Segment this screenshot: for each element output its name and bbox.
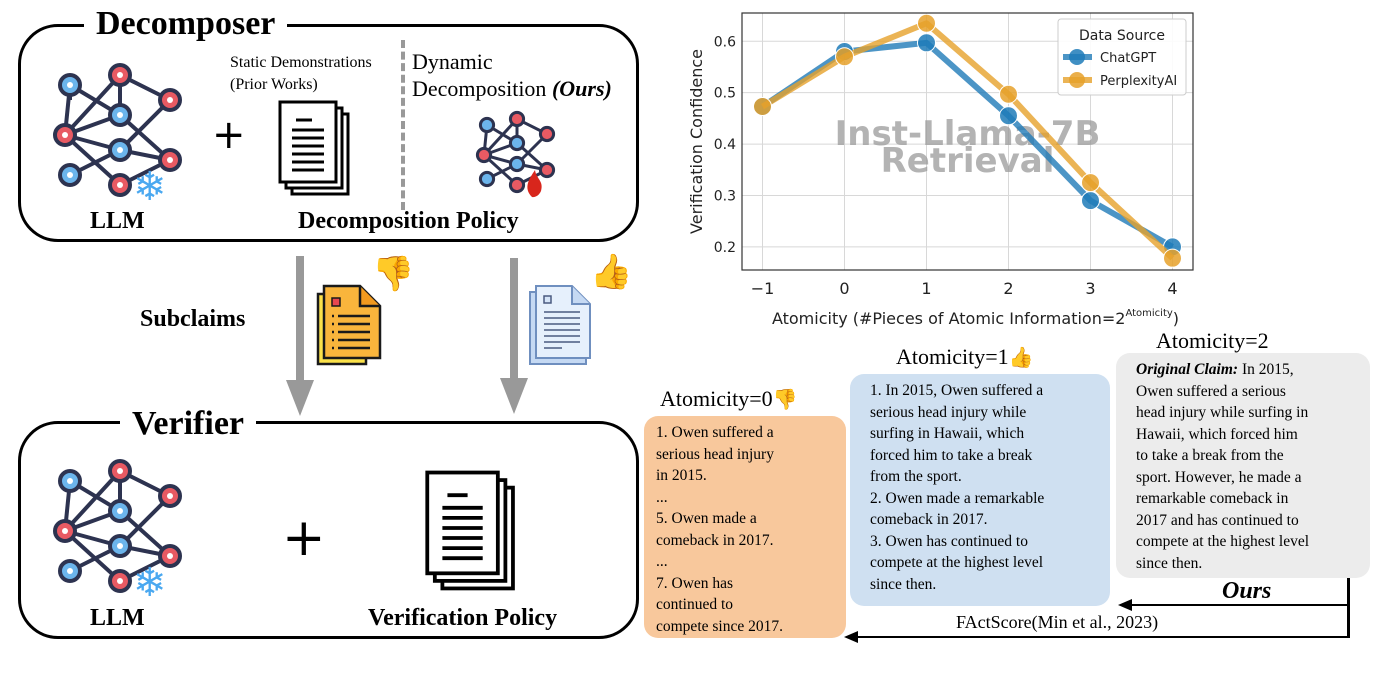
- factscore-arrow-line: [856, 636, 1350, 638]
- original-claim-box: Original Claim: In 2015, Owen suffered a …: [1116, 353, 1370, 578]
- neural-network-frozen-icon: ❄: [53, 63, 182, 210]
- atomicity0-title: Atomicity=0👎: [660, 386, 798, 411]
- svg-text:Atomicity (#Pieces of Atomic I: Atomicity (#Pieces of Atomic Information…: [772, 308, 1179, 328]
- example-line: compete at the highest level: [1136, 533, 1310, 550]
- decomposition-policy-label: Decomposition Policy: [298, 208, 519, 234]
- example-line: head injury while surfing in: [1136, 404, 1309, 421]
- svg-text:0.5: 0.5: [714, 86, 736, 102]
- flow-vertical-line: [1347, 578, 1350, 638]
- example-line: since then.: [1136, 554, 1203, 572]
- svg-text:❄: ❄: [133, 164, 167, 210]
- document-stack-icon: [278, 100, 350, 196]
- example-line: since then.: [870, 575, 937, 593]
- neural-network-trainable-icon: [475, 110, 556, 198]
- decomposer-llm-label: LLM: [90, 208, 145, 234]
- example-line: 2. Owen made a remarkable: [870, 489, 1045, 507]
- example-line: serious head injury: [656, 445, 774, 463]
- example-line: ...: [656, 553, 668, 570]
- svg-text:Retrieval: Retrieval: [881, 141, 1055, 181]
- thumbs-up-icon: 👍: [590, 252, 633, 292]
- example-line: surfing in Hawaii, which: [870, 425, 1025, 442]
- atomicity2-title: Atomicity=2: [1156, 328, 1269, 353]
- example-line: in 2015.: [656, 467, 707, 484]
- example-line: from the sport.: [870, 468, 962, 485]
- ours-tag: (Ours): [551, 76, 612, 101]
- example-line: continued to: [656, 596, 734, 613]
- svg-text:PerplexityAI: PerplexityAI: [1100, 74, 1177, 89]
- verifier-title: Verifier: [120, 406, 257, 442]
- example-line: 7. Owen has: [656, 574, 734, 592]
- document-stack-icon: [425, 470, 515, 591]
- verifier-panel: [18, 421, 639, 639]
- svg-text:ChatGPT: ChatGPT: [1100, 51, 1156, 66]
- atomicity1-example-box: 1. In 2015, Owen suffered a serious head …: [850, 374, 1110, 606]
- svg-text:0.6: 0.6: [714, 34, 736, 50]
- ours-arrow-line: [1130, 604, 1349, 606]
- thumbs-down-icon: 👎: [772, 387, 798, 411]
- example-line: compete since 2017.: [656, 617, 783, 635]
- example-line: remarkable comeback in: [1136, 490, 1289, 507]
- thumbs-up-icon: 👍: [1008, 345, 1034, 369]
- example-line: 1. Owen suffered a: [656, 424, 774, 441]
- atomicity1-title: Atomicity=1👍: [896, 344, 1034, 369]
- example-line: ...: [656, 488, 668, 506]
- svg-text:3: 3: [1085, 279, 1095, 298]
- svg-text:4: 4: [1167, 279, 1177, 298]
- right-arrow-shaft: [510, 258, 518, 383]
- left-arrow-head: [286, 380, 314, 416]
- verifier-llm-label: LLM: [90, 605, 145, 631]
- dashed-divider: [401, 40, 405, 210]
- plus-sign: +: [282, 508, 326, 568]
- ours-label: Ours: [1222, 578, 1272, 604]
- example-line: 5. Owen made a: [656, 510, 757, 527]
- svg-text:0.2: 0.2: [714, 240, 736, 256]
- ours-arrow-head: [1118, 599, 1132, 611]
- original-claim-label: Original Claim:: [1136, 361, 1239, 378]
- example-line: serious head injury while: [870, 403, 1027, 421]
- example-line: compete at the highest level: [870, 554, 1044, 571]
- example-line: 3. Owen has continued to: [870, 532, 1028, 550]
- svg-text:Data Source: Data Source: [1079, 28, 1165, 44]
- static-demonstrations-label: Static Demonstrations (Prior Works): [230, 54, 372, 93]
- example-line: 1. In 2015, Owen suffered a: [870, 382, 1044, 399]
- subclaims-label: Subclaims: [140, 306, 246, 332]
- svg-text:1: 1: [921, 279, 931, 298]
- example-line: Original Claim: In 2015,: [1136, 361, 1294, 378]
- svg-text:0.4: 0.4: [714, 137, 736, 153]
- thumbs-down-icon: 👎: [372, 254, 415, 294]
- factscore-label: FActScore(Min et al., 2023): [956, 612, 1159, 632]
- atomicity0-example-box: 1. Owen suffered a serious head injury in …: [644, 416, 846, 638]
- svg-text:❄: ❄: [133, 560, 167, 606]
- decomposer-panel: [18, 24, 639, 242]
- factscore-arrow-head: [844, 631, 858, 643]
- decomposer-title: Decomposer: [84, 6, 288, 42]
- right-arrow-head: [500, 378, 528, 414]
- example-line: sport. However, he made a: [1136, 468, 1302, 486]
- verification-policy-label: Verification Policy: [368, 605, 558, 631]
- svg-text:−1: −1: [751, 279, 775, 298]
- dynamic-decomposition-label: Dynamic Decomposition (Ours): [412, 49, 612, 101]
- svg-text:0.3: 0.3: [714, 188, 736, 204]
- example-line: comeback in 2017.: [870, 511, 988, 528]
- orange-subclaim-document-icon: [316, 284, 382, 366]
- svg-text:0: 0: [839, 279, 849, 298]
- svg-text:2: 2: [1003, 279, 1013, 298]
- example-line: forced him to take a break: [870, 446, 1033, 464]
- example-line: Owen suffered a serious: [1136, 382, 1286, 400]
- blue-subclaim-document-icon: [529, 285, 591, 365]
- example-line: Hawaii, which forced him: [1136, 425, 1298, 443]
- example-line: 2017 and has continued to: [1136, 511, 1299, 529]
- svg-text:Verification Confidence: Verification Confidence: [687, 49, 706, 234]
- left-arrow-shaft: [296, 256, 304, 386]
- example-line: to take a break from the: [1136, 447, 1284, 464]
- plus-sign: +: [212, 112, 246, 158]
- neural-network-frozen-icon: ❄: [53, 459, 182, 606]
- example-line: comeback in 2017.: [656, 531, 774, 549]
